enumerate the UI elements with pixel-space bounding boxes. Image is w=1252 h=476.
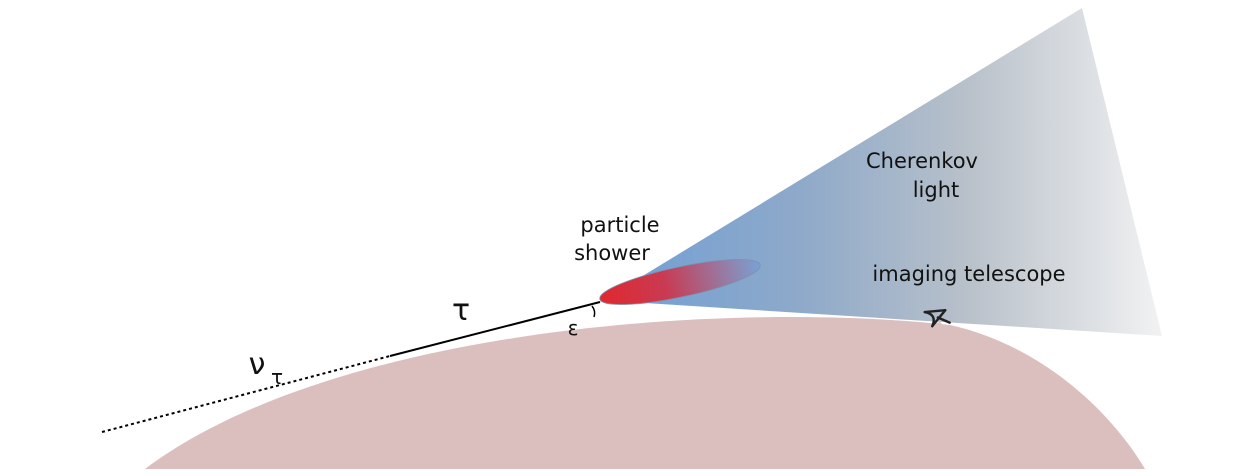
mountain xyxy=(918,322,962,372)
cherenkov-light-cone xyxy=(600,8,1162,336)
earth-surface xyxy=(145,317,1145,469)
cherenkov-label-line1: Cherenkov xyxy=(866,149,978,173)
particle-shower-label-line2: shower xyxy=(574,241,650,265)
elevation-angle-arc xyxy=(591,305,596,318)
epsilon-label: ε xyxy=(568,316,579,340)
tau-track xyxy=(389,301,601,357)
imaging-telescope-label: imaging telescope xyxy=(872,262,1065,286)
particle-shower xyxy=(599,259,761,305)
tau-label: τ xyxy=(452,293,470,328)
particle-shower-label-line1: particle xyxy=(580,213,659,237)
neutrino-track xyxy=(101,355,391,433)
telescope-icon xyxy=(923,308,951,328)
nu-subscript-label: τ xyxy=(271,365,283,389)
cherenkov-label-line2: light xyxy=(913,178,960,202)
nu-label: ν xyxy=(249,347,266,382)
